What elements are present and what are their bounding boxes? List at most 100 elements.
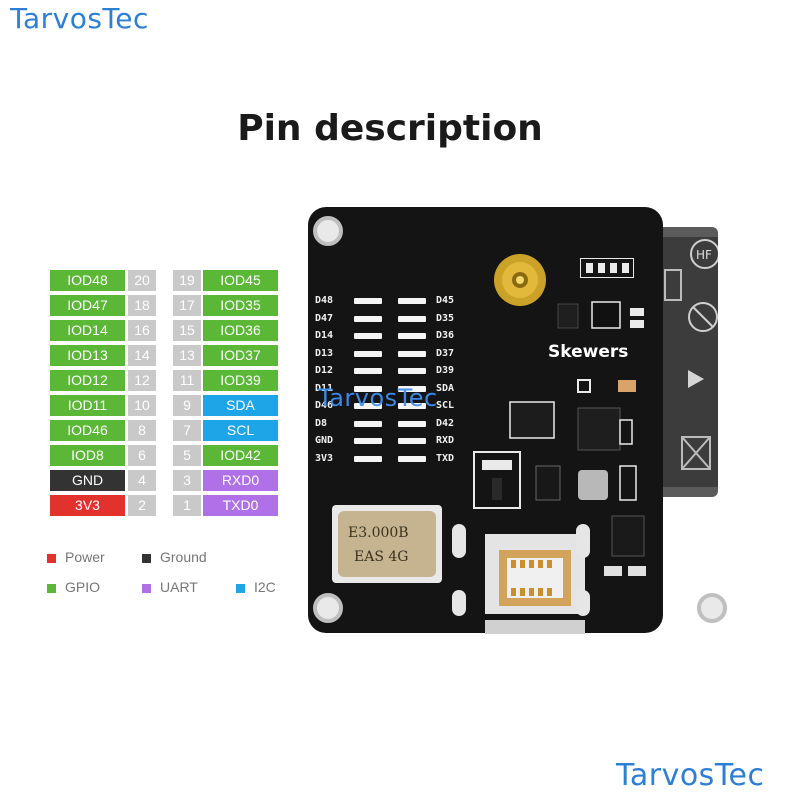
pin-number: 7 — [173, 420, 201, 441]
pin-number: 2 — [128, 495, 156, 516]
legend-item-gpio: GPIO — [47, 579, 100, 595]
watermark-top-left: TarvosTec — [10, 2, 149, 35]
silk-label-right: TXD — [436, 452, 455, 464]
watermark-bottom-right: TarvosTec — [616, 758, 765, 793]
silk-label-right: D35 — [436, 312, 455, 324]
silk-label-right: SCL — [436, 400, 455, 411]
pad-left — [354, 385, 382, 392]
pin-name: RXD0 — [203, 470, 278, 491]
silk-label-left: D12 — [315, 365, 334, 376]
mount-hole-bottom-right — [697, 593, 727, 623]
pad-right — [398, 350, 426, 357]
pad-right — [398, 333, 426, 339]
pin-name: IOD46 — [50, 420, 125, 441]
legend-swatch — [47, 583, 56, 593]
legend-swatch — [142, 583, 151, 593]
pin-name: IOD42 — [203, 445, 278, 466]
pin-name: IOD39 — [203, 370, 278, 391]
pad-right — [398, 315, 426, 322]
pad-left — [354, 368, 382, 374]
pin-name: IOD47 — [50, 295, 125, 316]
top-header — [580, 258, 634, 278]
pin-number: 20 — [128, 270, 156, 291]
pin-name: IOD8 — [50, 445, 125, 466]
pin-name: GND — [50, 470, 125, 491]
mount-hole-top-left — [313, 216, 343, 246]
silk-label-left: D11 — [315, 382, 334, 394]
pin-name: IOD48 — [50, 270, 125, 291]
pin-number: 1 — [173, 495, 201, 516]
pad-left — [354, 333, 382, 339]
pin-number: 5 — [173, 445, 201, 466]
legend-item-ground: Ground — [142, 549, 207, 565]
legend-label: Ground — [160, 549, 207, 565]
pin-number: 13 — [173, 345, 201, 366]
legend-label: UART — [160, 579, 198, 595]
board-label: Skewers — [548, 342, 629, 362]
pin-number: 14 — [128, 345, 156, 366]
pad-right — [398, 368, 426, 374]
silk-label-right: SDA — [436, 382, 455, 394]
pin-name: IOD13 — [50, 345, 125, 366]
pin-number: 19 — [173, 270, 201, 291]
pad-right — [398, 455, 426, 462]
pin-name: SCL — [203, 420, 278, 441]
legend-label: Power — [65, 549, 105, 565]
pad-left — [354, 298, 382, 304]
pad-right — [398, 298, 426, 304]
pin-number: 17 — [173, 295, 201, 316]
pin-name: 3V3 — [50, 495, 125, 516]
silk-label-right: D42 — [436, 417, 455, 429]
wing-hf-text: HF — [696, 248, 712, 262]
watermark-center: TarvosTec — [318, 384, 438, 412]
pad-right — [398, 438, 426, 444]
legend-item-power: Power — [47, 549, 105, 565]
legend-swatch — [236, 583, 245, 593]
pad-left — [354, 350, 382, 357]
silk-label-right: D39 — [436, 365, 455, 376]
silk-label-right: D45 — [436, 295, 455, 306]
pin-number: 12 — [128, 370, 156, 391]
pad-left — [354, 420, 382, 427]
silk-label-left: D8 — [315, 417, 328, 429]
pad-right — [398, 385, 426, 392]
antenna-connector — [494, 254, 546, 306]
silk-label-right: RXD — [436, 435, 455, 446]
pin-number: 10 — [128, 395, 156, 416]
silk-label-right: D37 — [436, 347, 455, 359]
pin-number: 16 — [128, 320, 156, 341]
pin-number: 6 — [128, 445, 156, 466]
crystal: E3.000B EAS 4G — [332, 505, 442, 583]
crystal-line1: E3.000B — [348, 525, 409, 541]
pin-number: 9 — [173, 395, 201, 416]
pin-name: IOD45 — [203, 270, 278, 291]
pin-name: IOD14 — [50, 320, 125, 341]
pad-left — [354, 438, 382, 444]
legend-item-i2c: I2C — [236, 579, 276, 595]
pin-number: 8 — [128, 420, 156, 441]
mount-hole-bottom-left — [313, 593, 343, 623]
pin-number: 11 — [173, 370, 201, 391]
silk-label-right: D36 — [436, 330, 455, 341]
pin-name: IOD36 — [203, 320, 278, 341]
pad-left — [354, 403, 382, 409]
pad-left — [354, 455, 382, 462]
usb-connector — [485, 534, 585, 634]
silk-label-left: D48 — [315, 295, 334, 306]
legend-label: I2C — [254, 579, 276, 595]
pin-name: IOD11 — [50, 395, 125, 416]
pad-left — [354, 315, 382, 322]
silk-label-left: D47 — [315, 312, 334, 324]
crystal-line2: EAS 4G — [354, 549, 408, 565]
pcb-components — [473, 301, 646, 576]
silk-label-left: 3V3 — [315, 452, 334, 464]
legend-item-uart: UART — [142, 579, 198, 595]
pin-number: 15 — [173, 320, 201, 341]
legend-label: GPIO — [65, 579, 101, 595]
page-title: Pin description — [237, 108, 543, 149]
pin-name: IOD12 — [50, 370, 125, 391]
silk-label-left: D46 — [315, 400, 334, 411]
pin-name: IOD37 — [203, 345, 278, 366]
silk-label-left: GND — [315, 435, 334, 446]
pin-number: 3 — [173, 470, 201, 491]
